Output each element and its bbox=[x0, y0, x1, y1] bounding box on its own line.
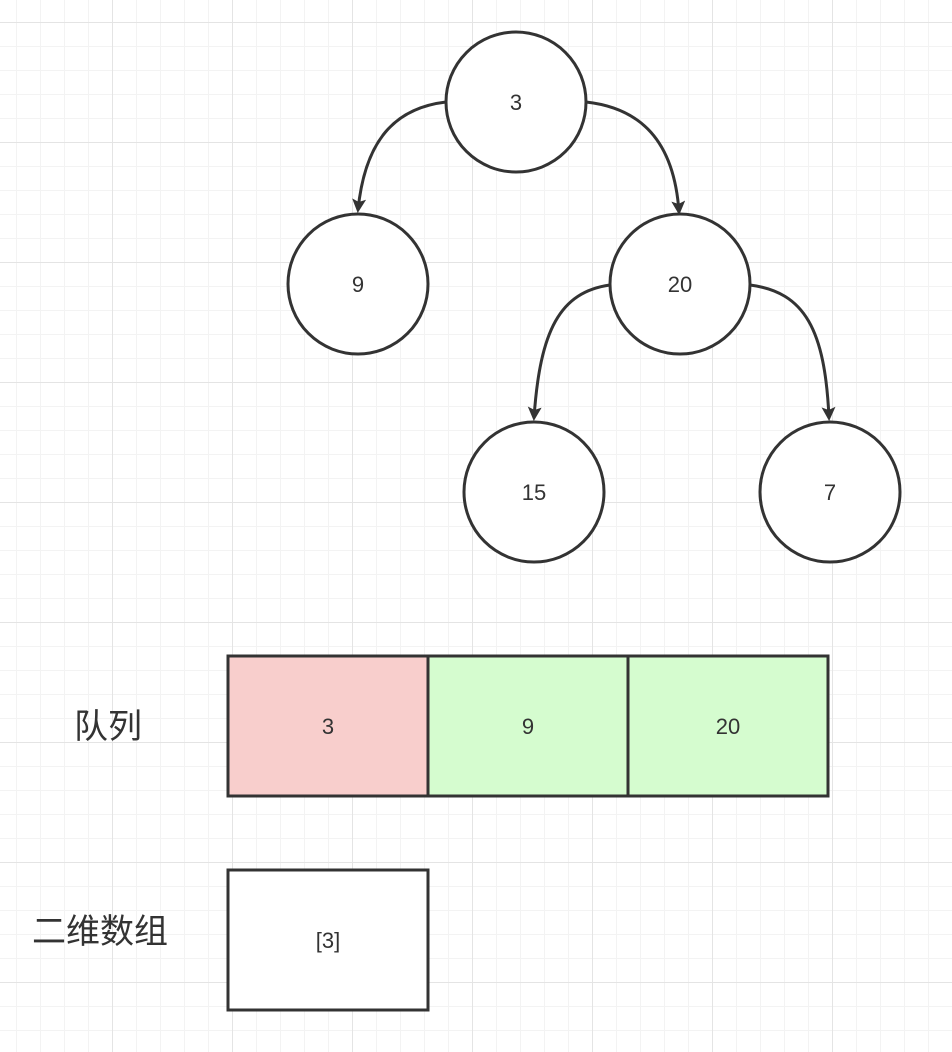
tree-node-3: 3 bbox=[444, 30, 588, 174]
tree-node-7: 7 bbox=[758, 420, 902, 564]
queue-cell-dequeued: 3 bbox=[226, 654, 430, 798]
edge-20-to-15 bbox=[527, 283, 611, 421]
edge-3-to-9 bbox=[352, 100, 447, 213]
tree-node-circle bbox=[608, 212, 752, 356]
queue-cell-value: 3 bbox=[322, 714, 334, 739]
tree-node-label: 15 bbox=[522, 480, 546, 505]
queue-label: 队列 bbox=[74, 707, 142, 747]
queue-cell-box bbox=[626, 654, 830, 798]
tree-node-label: 9 bbox=[352, 272, 364, 297]
queue: 3 9 20 bbox=[226, 654, 830, 798]
tree-node-circle bbox=[286, 212, 430, 356]
queue-cell-value: 9 bbox=[522, 714, 534, 739]
edge-20-to-7 bbox=[749, 283, 836, 421]
tree-node-circle bbox=[462, 420, 606, 564]
result-array-cell: [3] bbox=[226, 868, 430, 1012]
tree-node-20: 20 bbox=[608, 212, 752, 356]
queue-cell-box bbox=[226, 654, 430, 798]
queue-cell-enqueued: 9 bbox=[426, 654, 630, 798]
tree-node-circle bbox=[758, 420, 902, 564]
queue-cell-value: 20 bbox=[716, 714, 740, 739]
edge-3-to-20 bbox=[585, 100, 686, 215]
result-array-cell-value: [3] bbox=[316, 928, 340, 953]
tree-node-15: 15 bbox=[462, 420, 606, 564]
tree-node-9: 9 bbox=[286, 212, 430, 356]
result-array-label: 二维数组 bbox=[32, 912, 168, 952]
tree-edges bbox=[352, 100, 836, 421]
queue-cell-enqueued: 20 bbox=[626, 654, 830, 798]
result-array-cell-box bbox=[226, 868, 430, 1012]
result-array: [3] bbox=[226, 868, 430, 1012]
tree-node-label: 7 bbox=[824, 480, 836, 505]
tree-node-label: 3 bbox=[510, 90, 522, 115]
tree-node-label: 20 bbox=[668, 272, 692, 297]
tree-node-circle bbox=[444, 30, 588, 174]
